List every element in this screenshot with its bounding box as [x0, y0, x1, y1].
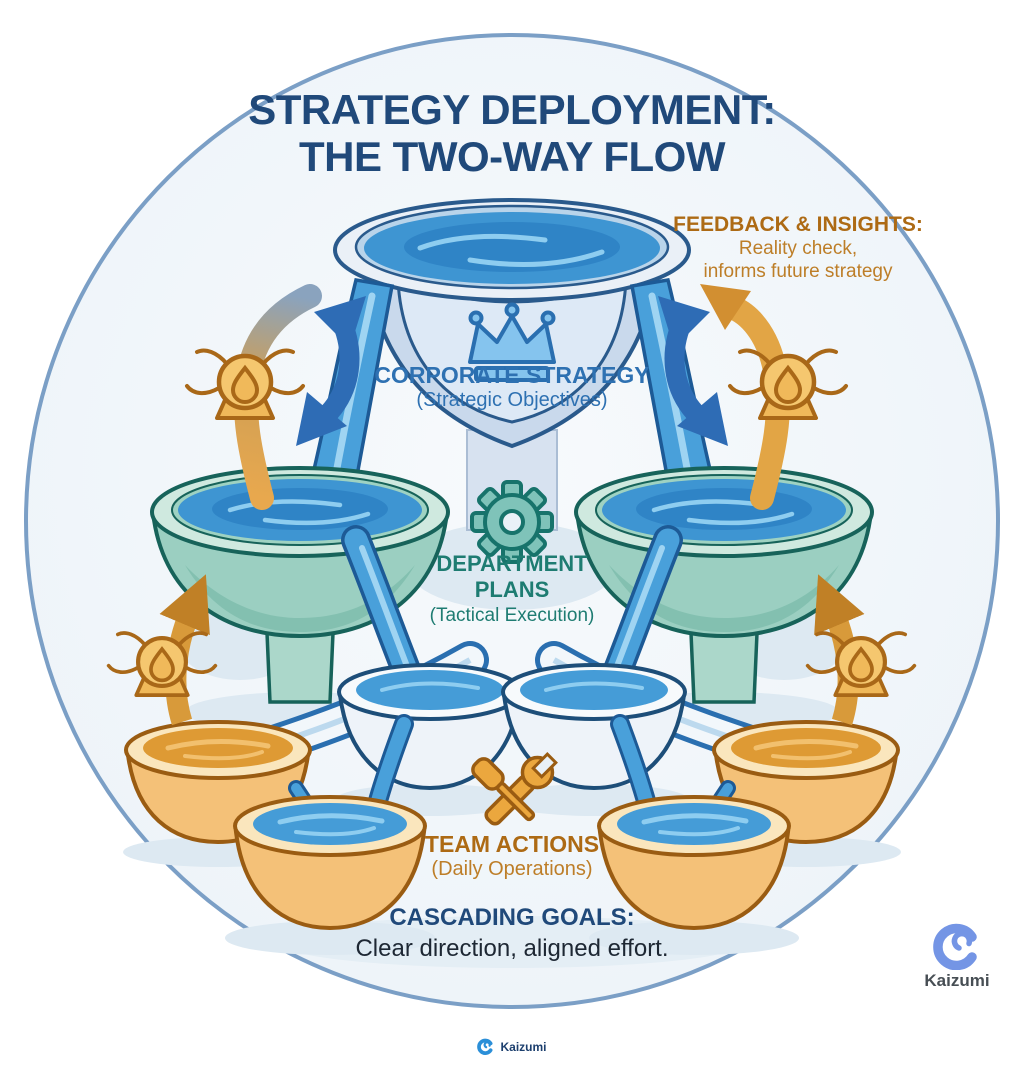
corporate-sublabel: (Strategic Objectives)	[416, 389, 608, 412]
feedback-line-1: Reality check,	[738, 237, 858, 259]
team-actions-label: TEAM ACTIONS (Daily Operations)	[362, 831, 662, 882]
bottom-logo-text: Kaizumi	[500, 1039, 547, 1054]
corner-logo: Kaizumi	[897, 922, 1017, 991]
title-line-2: THE TWO-WAY FLOW	[299, 133, 725, 181]
cascading-heading: CASCADING GOALS:	[389, 904, 635, 931]
two-way-arrow-left	[296, 296, 366, 446]
team-bowl-orange-inner-left	[233, 795, 427, 931]
bottom-logo: Kaizumi	[412, 1038, 612, 1055]
gear-icon	[470, 480, 554, 564]
department-plans-label: DEPARTMENT PLANS (Tactical Execution)	[352, 551, 672, 627]
corporate-label: CORPORATE STRATEGY	[374, 362, 650, 388]
tools-icon	[471, 752, 558, 826]
corner-logo-text: Kaizumi	[924, 971, 990, 990]
cascading-goals-callout: CASCADING GOALS: Clear direction, aligne…	[262, 904, 762, 964]
feedback-heading: FEEDBACK & INSIGHTS:	[673, 213, 923, 236]
team-label: TEAM ACTIONS	[424, 831, 600, 857]
wave-logo-icon	[933, 923, 977, 970]
corporate-strategy-label: CORPORATE STRATEGY (Strategic Objectives…	[352, 362, 672, 413]
team-bowl-white-right	[501, 663, 687, 791]
department-sublabel: (Tactical Execution)	[429, 604, 595, 626]
title-line-1: STRATEGY DEPLOYMENT:	[248, 86, 776, 133]
crown-icon	[468, 302, 556, 382]
team-bowl-orange-inner-right	[597, 795, 791, 931]
two-way-arrow-right	[658, 296, 728, 446]
page-title: STRATEGY DEPLOYMENT: THE TWO-WAY FLOW	[182, 86, 842, 180]
department-label: DEPARTMENT PLANS	[436, 551, 588, 602]
feedback-line-2: informs future strategy	[703, 260, 893, 282]
feedback-callout: FEEDBACK & INSIGHTS: Reality check, info…	[648, 213, 948, 283]
cascading-line: Clear direction, aligned effort.	[355, 935, 669, 963]
team-sublabel: (Daily Operations)	[431, 858, 593, 881]
wave-logo-icon	[477, 1038, 493, 1055]
